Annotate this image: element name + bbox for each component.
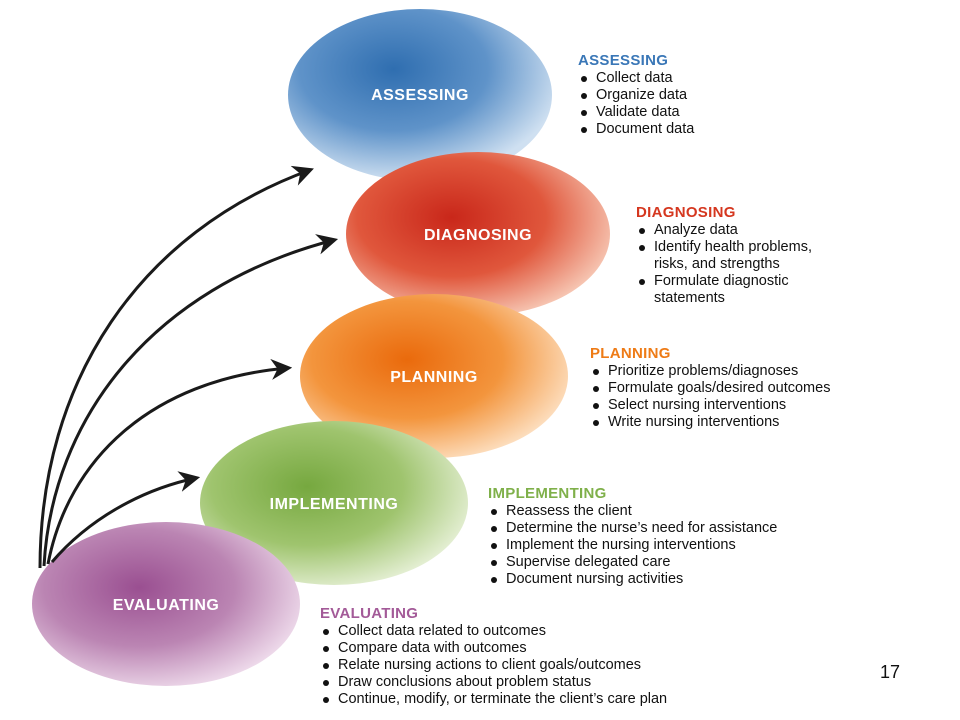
list-item: Relate nursing actions to client goals/o… [320, 657, 667, 674]
list-item: Collect data related to outcomes [320, 623, 667, 640]
list-item: Organize data [578, 87, 694, 104]
circle-evaluating: EVALUATING [32, 522, 300, 686]
list-item: Compare data with outcomes [320, 640, 667, 657]
circle-diagnosing: DIAGNOSING [346, 152, 610, 316]
list-item: Write nursing interventions [590, 414, 830, 431]
list-item: Implement the nursing interventions [488, 537, 777, 554]
assessing-block: ASSESSING Collect data Organize data Val… [578, 52, 694, 138]
circle-assessing: ASSESSING [288, 9, 552, 181]
evaluating-heading: EVALUATING [320, 605, 419, 622]
arrow-to-diagnosing [42, 234, 339, 567]
list-item-continuation: risks, and strengths [654, 256, 780, 272]
planning-block: PLANNING Prioritize problems/diagnoses F… [590, 345, 830, 431]
arrow-to-planning [46, 359, 293, 565]
arrow-to-implementing [50, 471, 201, 563]
list-item: Reassess the client [488, 503, 777, 520]
assessing-heading: ASSESSING [578, 52, 669, 69]
assessing-list: Collect data Organize data Validate data… [578, 70, 694, 138]
circle-diagnosing-label: DIAGNOSING [424, 227, 532, 244]
evaluating-list: Collect data related to outcomes Compare… [320, 623, 667, 708]
list-item: Document data [578, 121, 694, 138]
list-item: Determine the nurse’s need for assistanc… [488, 520, 777, 537]
circle-implementing: IMPLEMENTING [200, 421, 468, 585]
arrow-to-assessing [38, 165, 314, 569]
list-item: Collect data [578, 70, 694, 87]
circle-assessing-label: ASSESSING [371, 87, 469, 104]
implementing-heading: IMPLEMENTING [488, 485, 607, 502]
circle-planning-label: PLANNING [390, 369, 478, 386]
list-item: Document nursing activities [488, 571, 777, 588]
diagnosing-list: Analyze data Identify health problems, r… [636, 222, 812, 307]
implementing-block: IMPLEMENTING Reassess the client Determi… [488, 485, 777, 588]
list-item: Supervise delegated care [488, 554, 777, 571]
diagnosing-block: DIAGNOSING Analyze data Identify health … [636, 204, 812, 307]
planning-list: Prioritize problems/diagnoses Formulate … [590, 363, 830, 431]
implementing-list: Reassess the client Determine the nurse’… [488, 503, 777, 588]
page-number: 17 [880, 662, 901, 682]
diagnosing-heading: DIAGNOSING [636, 204, 736, 221]
circle-planning: PLANNING [300, 294, 568, 458]
list-item: Prioritize problems/diagnoses [590, 363, 830, 380]
list-item: Analyze data [636, 222, 812, 239]
list-item: Draw conclusions about problem status [320, 674, 667, 691]
list-item-continuation: statements [654, 290, 725, 306]
list-item: Select nursing interventions [590, 397, 830, 414]
list-item: Formulate goals/desired outcomes [590, 380, 830, 397]
list-item: Identify health problems, [636, 239, 812, 256]
feedback-arrows [38, 165, 339, 569]
list-item: Validate data [578, 104, 694, 121]
circle-implementing-label: IMPLEMENTING [270, 496, 399, 513]
planning-heading: PLANNING [590, 345, 671, 362]
list-item: Continue, modify, or terminate the clien… [320, 691, 667, 708]
evaluating-block: EVALUATING Collect data related to outco… [320, 605, 667, 708]
list-item: Formulate diagnostic [636, 273, 812, 290]
circle-evaluating-label: EVALUATING [113, 597, 220, 614]
